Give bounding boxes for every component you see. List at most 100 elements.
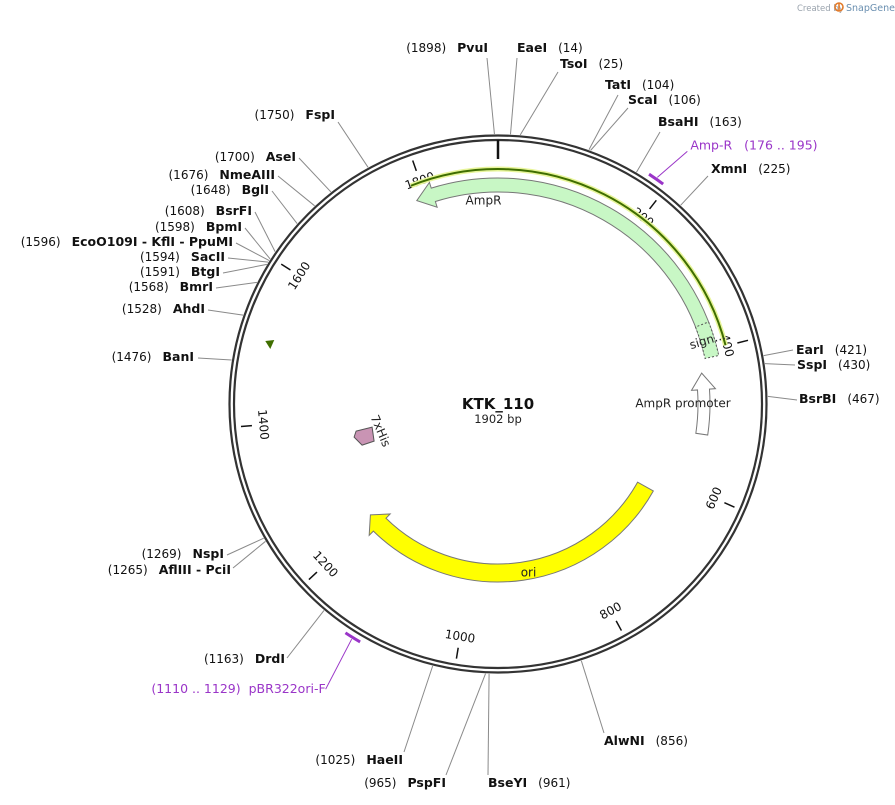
site-scai-name: ScaI (628, 92, 658, 107)
site-btgi-position: (1591) (140, 265, 180, 279)
feature-label-ampr-promoter: AmpR promoter (635, 396, 730, 410)
primer-pbr322ori-f-mark (344, 631, 361, 644)
ampr-strand-arrowhead (265, 339, 275, 349)
feature-ori[interactable]: ori (368, 481, 654, 583)
site-afliii-pcii-position: (1265) (108, 563, 148, 577)
site-haeii[interactable]: HaeII(1025) (315, 665, 434, 767)
site-bseyi-name: BseYI (488, 775, 527, 790)
site-bseyi-position: (961) (538, 776, 570, 790)
site-eari[interactable]: EarI (421) (763, 342, 867, 357)
primer-pbr322ori-f-label: pBR322ori-F (249, 681, 326, 696)
site-tsoi[interactable]: TsoI (25) (519, 56, 624, 136)
site-fspi-name: FspI (305, 107, 335, 122)
site-afliii-pcii[interactable]: AflIII - PciI(1265) (108, 540, 266, 577)
site-nspi[interactable]: NspI(1269) (142, 537, 264, 561)
site-bpmi[interactable]: BpmI(1598) (155, 219, 271, 260)
site-bsrfi-leader (254, 211, 276, 252)
site-drdi[interactable]: DrdI (1163) (204, 610, 325, 666)
site-tsoi-position: (25) (599, 57, 624, 71)
site-eaei[interactable]: EaeI (14) (509, 40, 583, 135)
ampr-strand-line (410, 168, 727, 346)
site-ahdi-position: (1528) (122, 302, 162, 316)
site-nmeaiii-position: (1676) (169, 168, 209, 182)
primer-pbr322ori-f-leader (325, 638, 353, 690)
site-tati-name: TatI (605, 77, 631, 92)
site-pvui[interactable]: PvuI(1898) (406, 40, 495, 135)
site-fspi[interactable]: FspI(1750) (255, 107, 369, 168)
feature-ampr-promoter[interactable]: AmpR promoter (635, 372, 731, 436)
site-eari-name: EarI (796, 342, 824, 357)
site-bsahi-name: BsaHI (658, 114, 699, 129)
site-asei-leader (298, 157, 332, 193)
site-eaei-name: EaeI (517, 40, 547, 55)
plasmid-length: 1902 bp (474, 412, 522, 426)
tick-label-1400: 1400 (255, 409, 272, 441)
site-bpmi-leader (244, 227, 271, 260)
primer-amp-r-label: Amp-R (690, 137, 732, 152)
site-ecoo109i-kfli-ppumi[interactable]: EcoO109I - KflI - PpuMI(1596) (21, 234, 270, 262)
site-tsoi-name: TsoI (560, 56, 588, 71)
site-asei-position: (1700) (215, 150, 255, 164)
site-pspfi[interactable]: PspFI(965) (364, 673, 486, 790)
site-xmni[interactable]: XmnI(225) (680, 161, 791, 206)
site-sspi[interactable]: SspI (430) (764, 357, 870, 372)
tick-mark-600 (724, 502, 735, 508)
his-tag-arrow (353, 426, 375, 446)
site-tsoi-leader (519, 71, 559, 136)
tick-label-1600: 1600 (285, 259, 313, 292)
site-eaei-leader (509, 57, 518, 135)
site-sspi-position: (430) (838, 358, 870, 372)
tick-mark-200 (648, 199, 657, 210)
site-bsrbi[interactable]: BsrBI(467) (767, 391, 880, 406)
site-bsrfi-name: BsrFI (216, 203, 252, 218)
primer-amp-r-range: (176 .. 195) (744, 137, 817, 152)
site-ahdi[interactable]: AhdI (1528) (122, 301, 244, 316)
site-drdi-name: DrdI (255, 651, 285, 666)
site-btgi-name: BtgI (191, 264, 220, 279)
feature-signal-sequence[interactable]: sign… (688, 321, 727, 360)
site-drdi-position: (1163) (204, 652, 244, 666)
site-nspi-position: (1269) (142, 547, 182, 561)
feature-label-ori: ori (521, 565, 537, 579)
site-eaei-position: (14) (558, 41, 583, 55)
primer-amp-r[interactable]: Amp-R (176 .. 195) (648, 137, 818, 186)
tick-label-800: 800 (597, 599, 624, 622)
site-afliii-pcii-leader (232, 540, 266, 569)
site-alwni[interactable]: AlwNI(856) (580, 660, 688, 748)
site-bsrfi[interactable]: BsrFI(1608) (165, 203, 276, 252)
primer-marks: Amp-R (176 .. 195) pBR322ori-F(1110 .. 112… (151, 137, 817, 696)
site-bmri[interactable]: BmrI(1568) (129, 279, 258, 294)
site-tati[interactable]: TatI(104) (588, 77, 674, 151)
primer-amp-r-leader (656, 151, 688, 178)
site-btgi-leader (222, 263, 267, 274)
snapgene-logo-icon (834, 2, 844, 12)
site-sspi-name: SspI (797, 357, 827, 372)
site-bseyi[interactable]: BseYI (961) (487, 673, 570, 790)
site-asei[interactable]: AseI(1700) (215, 149, 332, 193)
site-bgli-leader (271, 190, 298, 224)
site-ecoo109i-kfli-ppumi-leader (235, 242, 270, 262)
site-alwni-leader (580, 660, 605, 734)
site-sspi-leader (764, 363, 796, 366)
site-bani-name: BanI (162, 349, 194, 364)
site-btgi[interactable]: BtgI (1591) (140, 263, 267, 279)
tick-mark-1400 (240, 424, 253, 428)
site-sacii[interactable]: SacII(1594) (140, 249, 269, 264)
site-scai[interactable]: ScaI(106) (590, 92, 701, 151)
tick-mark-1200 (308, 571, 318, 581)
site-eari-position: (421) (835, 343, 867, 357)
site-bsrbi-position: (467) (847, 392, 879, 406)
primer-amp-r-mark (648, 172, 665, 186)
feature-7xhis[interactable]: 7xHis (353, 413, 393, 449)
site-bsahi[interactable]: BsaHI(163) (636, 114, 742, 173)
primer-pbr322ori-f[interactable]: pBR322ori-F(1110 .. 1129) (151, 631, 361, 696)
tick-label-1000: 1000 (444, 627, 476, 646)
site-nmeaiii[interactable]: NmeAIII(1676) (169, 167, 315, 207)
site-pvui-name: PvuI (457, 40, 488, 55)
site-bgli[interactable]: BglI(1648) (191, 182, 298, 224)
site-bsahi-leader (636, 131, 661, 173)
tick-label-1200: 1200 (310, 548, 341, 580)
site-bani[interactable]: BanI(1476) (112, 349, 232, 364)
site-ahdi-name: AhdI (173, 301, 205, 316)
